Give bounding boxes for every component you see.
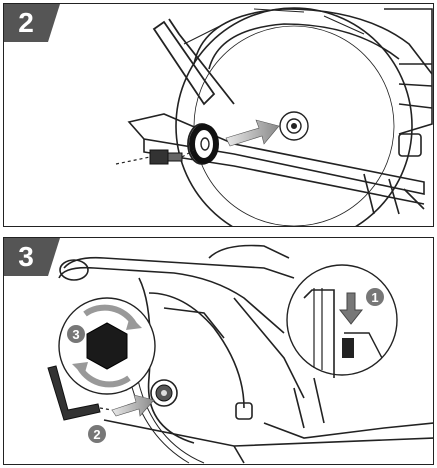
spindle-lock-inset (286, 264, 398, 378)
blade-bolt (115, 149, 195, 165)
base-plate (127, 113, 425, 215)
step-badge: 3 (4, 238, 60, 276)
blade-guard (193, 8, 433, 135)
rotation-inset (58, 297, 156, 395)
step-number: 3 (18, 241, 34, 272)
direction-arrow (111, 394, 155, 417)
hex-key (47, 365, 101, 421)
callout-2: 2 (88, 425, 106, 443)
callout-3: 3 (67, 325, 85, 343)
direction-arrow (225, 119, 280, 147)
saw-handle (152, 18, 235, 106)
saw-body (58, 244, 305, 444)
svg-text:2: 2 (93, 427, 100, 442)
flange-washer (187, 123, 219, 165)
callout-1: 1 (366, 288, 384, 306)
svg-text:3: 3 (72, 327, 79, 342)
step-badge: 2 (4, 4, 60, 42)
base-plate (103, 377, 433, 464)
svg-text:1: 1 (371, 290, 378, 305)
step-number: 2 (18, 7, 34, 38)
step-2-panel: 2 (3, 3, 434, 227)
step-3-panel: 1 2 3 3 (3, 237, 434, 465)
step-2-illustration (115, 7, 433, 226)
blade-bolt (150, 379, 178, 407)
spindle (291, 123, 297, 129)
step-3-illustration: 1 2 3 (47, 244, 433, 464)
